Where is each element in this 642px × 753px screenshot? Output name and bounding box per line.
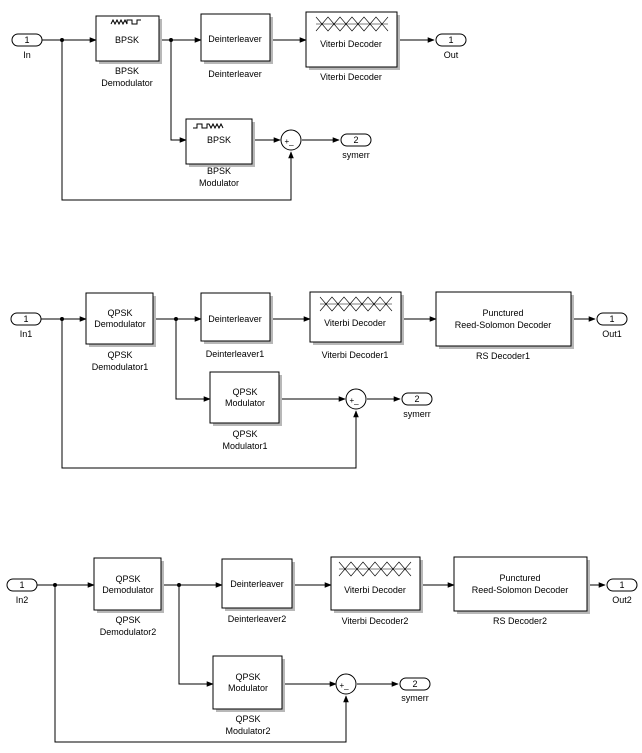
rs-decoder2-block[interactable]: Punctured Reed-Solomon Decoder: [453, 556, 590, 614]
block-inner-label: Viterbi Decoder: [320, 39, 382, 49]
block-caption: Modulator: [199, 178, 239, 188]
block-caption: Demodulator2: [100, 627, 157, 637]
outport-symerr[interactable]: 2: [340, 133, 372, 147]
block-caption: Demodulator: [101, 78, 153, 88]
qpsk-demodulator2-block[interactable]: QPSK Demodulator: [93, 557, 164, 613]
bpsk-modulator-block[interactable]: BPSK: [185, 118, 255, 167]
block-caption: RS Decoder1: [476, 351, 530, 361]
block-caption: BPSK: [115, 66, 139, 76]
block-inner-label: QPSK: [115, 574, 140, 584]
outport-label: Out1: [602, 329, 622, 339]
block-caption: Modulator2: [225, 726, 270, 736]
sum-signs: +_: [339, 681, 349, 690]
viterbi-decoder1-block[interactable]: Viterbi Decoder: [309, 291, 404, 345]
block-caption: QPSK: [115, 615, 140, 625]
block-caption: QPSK: [107, 350, 132, 360]
inport-in1[interactable]: 1: [10, 312, 42, 326]
deinterleaver-block[interactable]: Deinterleaver: [200, 13, 273, 64]
sum-block[interactable]: +_: [280, 129, 302, 151]
wires-1: [42, 37, 435, 201]
deinterleaver2-block[interactable]: Deinterleaver: [221, 558, 295, 611]
block-caption: Demodulator1: [92, 362, 149, 372]
outport-label: symerr: [401, 693, 429, 703]
waveform-icon: [193, 122, 224, 130]
block-inner-label: QPSK: [107, 308, 132, 318]
block-inner-label: BPSK: [207, 135, 231, 145]
block-inner-label: Deinterleaver: [208, 314, 262, 324]
block-caption: RS Decoder2: [493, 616, 547, 626]
block-inner-label: Demodulator: [102, 585, 154, 595]
outport-symerr[interactable]: 2: [399, 677, 431, 691]
block-caption: Viterbi Decoder2: [342, 616, 409, 626]
qpsk-demodulator-block[interactable]: QPSK Demodulator: [85, 292, 156, 347]
block-inner-label: BPSK: [115, 35, 139, 45]
diagram-1: 1 In BPSK BPSK Demodulator Deinterleaver…: [11, 11, 467, 201]
outport-label: Out2: [612, 595, 632, 605]
block-inner-label: Deinterleaver: [208, 34, 262, 44]
block-inner-label: Punctured: [482, 308, 523, 318]
rs-decoder1-block[interactable]: Punctured Reed-Solomon Decoder: [435, 291, 574, 349]
block-caption: Viterbi Decoder1: [322, 350, 389, 360]
outport-label: Out: [444, 50, 459, 60]
diagram-2: 1 In1 QPSK Demodulator QPSK Demodulator1…: [10, 291, 628, 469]
inport-label: In2: [16, 595, 29, 605]
inport-number: 1: [24, 35, 29, 45]
block-inner-label: Deinterleaver: [230, 579, 284, 589]
outport-symerr[interactable]: 2: [401, 392, 433, 406]
sum-block[interactable]: +_: [345, 388, 367, 410]
outport-number: 2: [414, 394, 419, 404]
sum-block[interactable]: +_: [335, 673, 357, 695]
sum-signs: +_: [284, 137, 294, 146]
block-caption: Deinterleaver1: [206, 349, 265, 359]
viterbi-decoder-block[interactable]: Viterbi Decoder: [305, 11, 400, 70]
outport-out2[interactable]: 1: [606, 578, 638, 592]
outport-label: symerr: [403, 409, 431, 419]
block-caption: BPSK: [207, 166, 231, 176]
inport-label: In1: [20, 329, 33, 339]
qpsk-modulator-block[interactable]: QPSK Modulator: [209, 371, 282, 426]
diagram-3: 1 In2 QPSK Demodulator QPSK Demodulator2…: [6, 556, 638, 743]
outport-label: symerr: [342, 150, 370, 160]
inport-in[interactable]: 1: [11, 33, 43, 47]
block-inner-label: Modulator: [225, 398, 265, 408]
qpsk-modulator2-block[interactable]: QPSK Modulator: [212, 655, 285, 712]
inport-number: 1: [23, 314, 28, 324]
bpsk-demodulator-block[interactable]: BPSK: [95, 15, 162, 64]
block-inner-label: Punctured: [499, 573, 540, 583]
outport-number: 1: [609, 314, 614, 324]
block-inner-label: Modulator: [228, 683, 268, 693]
block-inner-label: QPSK: [232, 387, 257, 397]
outport-number: 2: [412, 679, 417, 689]
block-inner-label: Viterbi Decoder: [324, 318, 386, 328]
block-caption: QPSK: [235, 714, 260, 724]
inport-label: In: [23, 50, 31, 60]
outport-number: 1: [448, 35, 453, 45]
block-inner-label: Demodulator: [94, 319, 146, 329]
outport-number: 1: [619, 580, 624, 590]
block-caption: Deinterleaver2: [228, 614, 287, 624]
waveform-icon: [110, 18, 141, 26]
block-inner-label: QPSK: [235, 672, 260, 682]
block-caption: Modulator1: [222, 441, 267, 451]
deinterleaver1-block[interactable]: Deinterleaver: [200, 292, 273, 344]
outport-number: 2: [353, 135, 358, 145]
viterbi-decoder2-block[interactable]: Viterbi Decoder: [330, 556, 423, 613]
sum-signs: +_: [349, 396, 359, 405]
block-caption: Deinterleaver: [208, 69, 262, 79]
inport-number: 1: [19, 580, 24, 590]
block-inner-label: Reed-Solomon Decoder: [472, 585, 569, 595]
wires-3: [37, 582, 606, 743]
outport-out[interactable]: 1: [435, 33, 467, 47]
outport-out1[interactable]: 1: [596, 312, 628, 326]
block-caption: QPSK: [232, 429, 257, 439]
inport-in2[interactable]: 1: [6, 578, 38, 592]
wires-2: [41, 316, 596, 469]
block-caption: Viterbi Decoder: [320, 72, 382, 82]
block-inner-label: Reed-Solomon Decoder: [455, 320, 552, 330]
block-inner-label: Viterbi Decoder: [344, 585, 406, 595]
